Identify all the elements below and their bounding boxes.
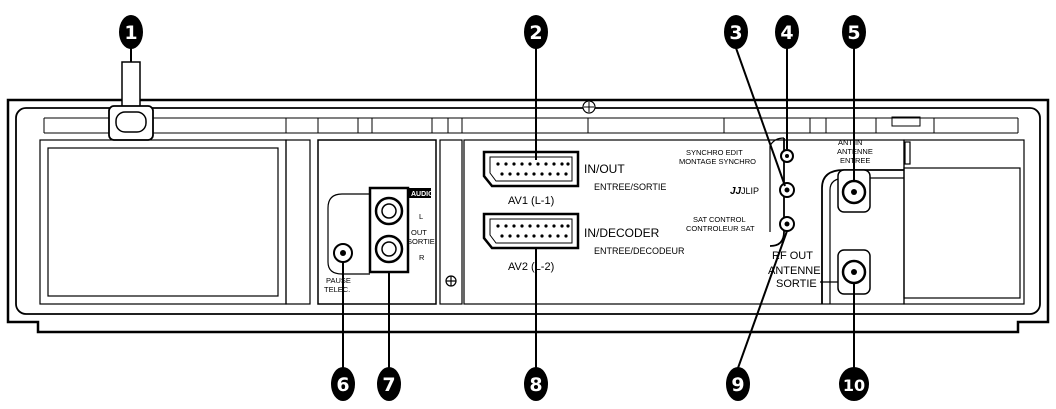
audio-r-label: R xyxy=(419,253,425,262)
svg-text:4: 4 xyxy=(780,22,793,44)
right-panel xyxy=(903,139,1025,305)
av2-in-decoder-label: IN/DECODER xyxy=(584,226,660,240)
av2-scart-connector[interactable] xyxy=(482,212,580,250)
svg-text:6: 6 xyxy=(336,374,349,396)
callout-3: 3 xyxy=(724,15,748,49)
audio-out-label: OUT xyxy=(411,228,427,237)
av2-entree-decodeur-label: ENTREE/DECODEUR xyxy=(594,246,685,256)
vcr-chassis xyxy=(6,98,1050,334)
audio-module: AUDIO L OUT SORTIE R PAUSE TELEC. xyxy=(317,139,437,305)
synchro-edit-label: SYNCHRO EDIT xyxy=(686,148,743,157)
divider-column xyxy=(439,139,463,305)
left-recessed-area xyxy=(39,139,311,305)
callout-1: 1 xyxy=(119,15,143,49)
audio-l-label: L xyxy=(419,212,423,221)
callout-markers: 1 2 3 4 5 6 7 8 xyxy=(119,15,869,401)
av1-entree-sortie-label: ENTREE/SORTIE xyxy=(594,182,666,192)
audio-label: AUDIO xyxy=(411,191,434,198)
av2-label: AV2 (L-2) xyxy=(508,261,554,273)
svg-text:7: 7 xyxy=(382,374,395,396)
callout-6: 6 xyxy=(331,367,355,401)
ant-in-entree-label: ENTREE xyxy=(840,156,870,165)
pause-label-2: TELEC. xyxy=(324,285,350,294)
svg-text:9: 9 xyxy=(731,374,744,396)
callout-2: 2 xyxy=(524,15,548,49)
montage-synchro-label: MONTAGE SYNCHRO xyxy=(679,157,756,166)
sat-control-label: SAT CONTROL xyxy=(693,215,746,224)
audio-sortie-label: SORTIE xyxy=(407,237,435,246)
jlip-label: JLIP xyxy=(741,186,759,196)
ant-in-label: ANT IN xyxy=(838,138,862,147)
callout-8: 8 xyxy=(524,367,548,401)
svg-text:10: 10 xyxy=(843,376,865,395)
callout-4: 4 xyxy=(775,15,799,49)
svg-text:2: 2 xyxy=(529,22,542,44)
svg-text:1: 1 xyxy=(124,22,137,44)
svg-text:8: 8 xyxy=(529,374,542,396)
callout-5: 5 xyxy=(842,15,866,49)
callout-9: 9 xyxy=(726,367,750,401)
pause-label-1: PAUSE xyxy=(326,276,351,285)
antenna-section: ANT IN ANTENNE ENTREE RF OUT ANTENNE SOR… xyxy=(768,138,904,304)
av1-in-out-label: IN/OUT xyxy=(584,162,625,176)
leader-lines xyxy=(130,47,855,369)
controleur-sat-label: CONTROLEUR SAT xyxy=(686,224,755,233)
jlip-logo-icon: JJ xyxy=(730,186,742,197)
rf-out-antenne-label: ANTENNE xyxy=(768,265,821,277)
svg-text:5: 5 xyxy=(847,22,860,44)
svg-text:3: 3 xyxy=(729,22,742,44)
av1-label: AV1 (L-1) xyxy=(508,195,554,207)
av1-scart-connector[interactable] xyxy=(482,150,580,188)
rf-out-sortie-label: SORTIE xyxy=(776,278,817,290)
rf-out-label: RF OUT xyxy=(772,250,813,262)
power-cord xyxy=(108,61,154,141)
callout-10: 10 xyxy=(839,367,869,401)
callout-7: 7 xyxy=(377,367,401,401)
